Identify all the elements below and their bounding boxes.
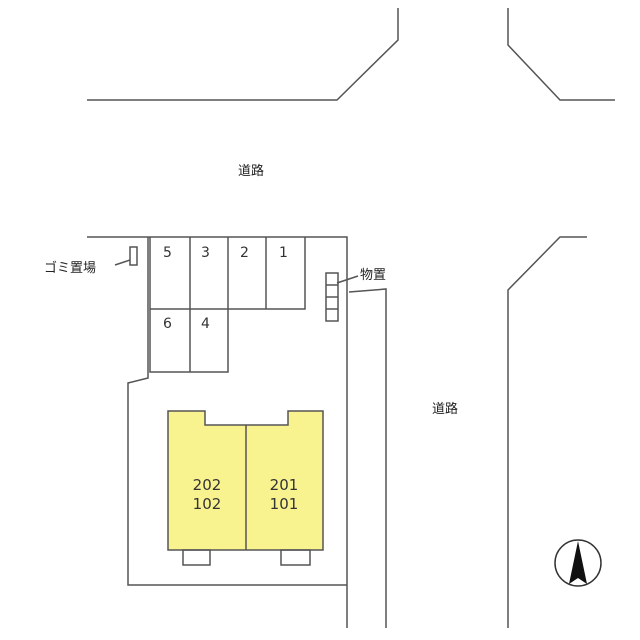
- unit-202: 202: [193, 476, 222, 494]
- lot-boundary: [87, 236, 348, 628]
- unit-101: 101: [270, 495, 299, 513]
- garbage-area-box: [129, 246, 138, 266]
- entrance-step-left: [182, 549, 211, 566]
- parking-space-3: 3: [201, 245, 210, 261]
- parking-space-2: 2: [240, 245, 249, 261]
- parking-space-6: 6: [163, 316, 172, 332]
- road-edge-top-right: [507, 8, 615, 101]
- entrance-step-right: [280, 549, 311, 566]
- storage-box: [325, 272, 339, 322]
- garbage-label: ゴミ置場: [44, 260, 96, 276]
- parking-space-1: 1: [279, 245, 288, 261]
- unit-102: 102: [193, 495, 222, 513]
- parking-area: [149, 237, 306, 373]
- parking-space-5: 5: [163, 245, 172, 261]
- road-edge-right: [507, 236, 587, 628]
- storage-leader: [336, 275, 359, 284]
- storage-label: 物置: [360, 268, 386, 283]
- north-arrow-icon: [554, 539, 602, 587]
- road-edge-top-left: [87, 8, 399, 101]
- sidewalk-edge: [348, 288, 387, 628]
- lot-boundary-inner: [127, 237, 347, 586]
- unit-201: 201: [270, 476, 299, 494]
- parking-space-4: 4: [201, 316, 210, 332]
- garbage-leader: [114, 259, 131, 266]
- road-label-top: 道路: [238, 163, 264, 179]
- road-label-right: 道路: [432, 401, 458, 417]
